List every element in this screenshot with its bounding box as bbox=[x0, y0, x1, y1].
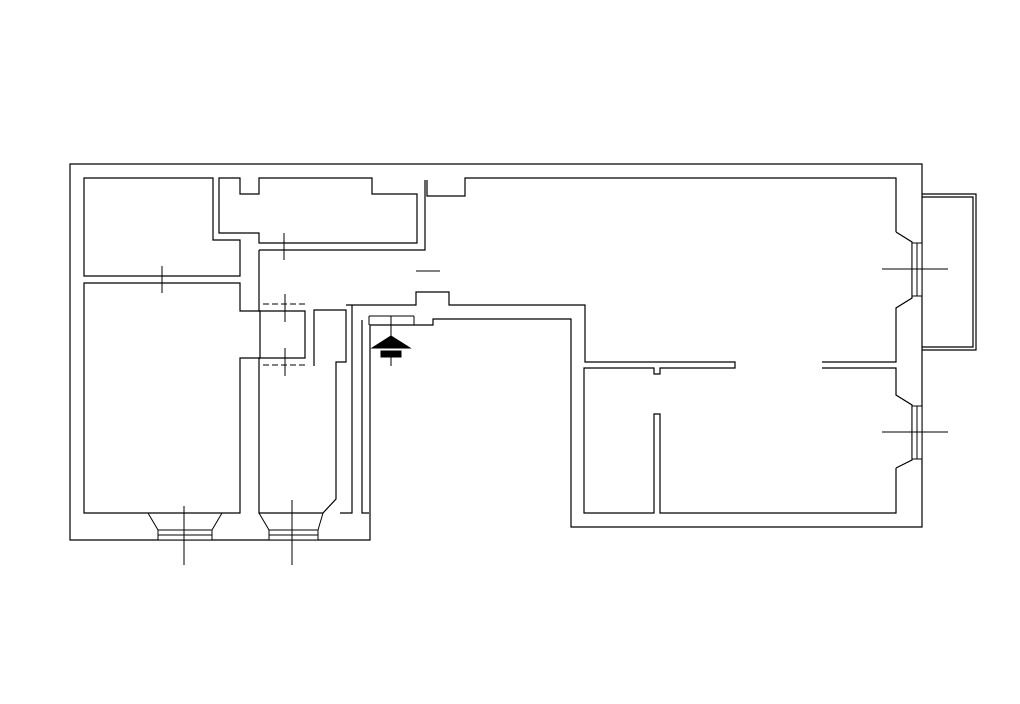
room-left-large bbox=[83, 282, 261, 514]
window-icon bbox=[147, 506, 223, 565]
stair-entry bbox=[346, 291, 897, 514]
window-icon bbox=[882, 242, 948, 297]
outer-wall bbox=[69, 163, 923, 541]
room-stair-corridor bbox=[340, 305, 369, 514]
door-opening-icon bbox=[128, 266, 196, 293]
entrance-arrow-icon bbox=[368, 315, 415, 366]
bath-partition bbox=[258, 250, 347, 514]
door-opening-icon bbox=[263, 348, 306, 376]
door-opening-icon bbox=[263, 294, 306, 322]
balcony-icon bbox=[922, 193, 977, 351]
window-icon bbox=[258, 500, 324, 565]
door-opening-icon bbox=[262, 233, 302, 260]
room-bottom-right-large bbox=[660, 368, 896, 513]
room-bottom-right-small bbox=[584, 368, 654, 513]
room-top-left bbox=[83, 177, 241, 277]
room-corridor-upper bbox=[218, 177, 418, 244]
window-icon bbox=[882, 405, 948, 460]
room-living bbox=[822, 231, 913, 469]
room-hall bbox=[259, 177, 897, 251]
